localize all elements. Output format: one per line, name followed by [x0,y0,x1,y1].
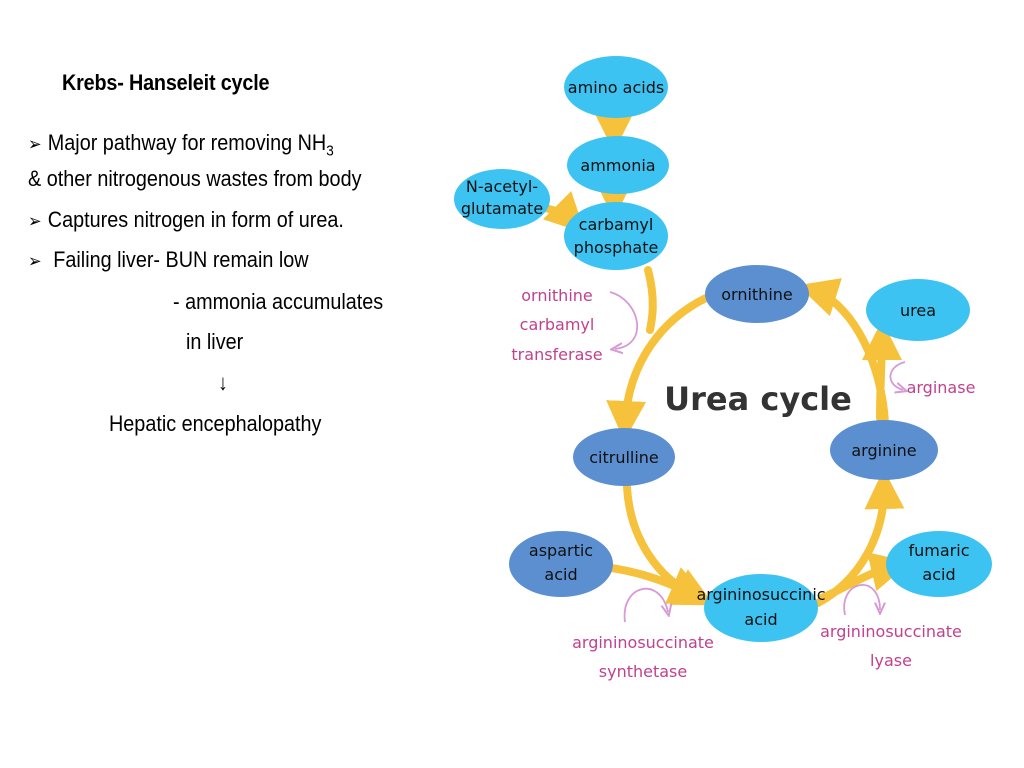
node-aspartic-acid: aspartic acid [509,531,613,597]
enzyme-arrow-otc-icon [610,291,639,349]
node-amino-acids: amino acids [564,56,668,118]
bullet-2: ➢Captures nitrogen in form of urea. [28,207,344,233]
node-carbamyl-phosphate-label-2: phosphate [574,238,659,257]
bullet-arrow-icon: ➢ [28,134,42,154]
enzyme-otc-line-2: carbamyl [520,315,595,334]
node-urea: urea [866,279,970,341]
node-argininosuccinic-acid-label-2: acid [744,610,777,629]
node-fumaric-acid-label-2: acid [922,565,955,584]
enzyme-argininosuccinate-synthetase: argininosuccinate synthetase [572,633,714,681]
node-citrulline: citrulline [573,428,675,486]
node-aspartic-acid-shape [509,531,613,597]
enzyme-synthetase-line-1: argininosuccinate [572,633,714,652]
node-ammonia-label: ammonia [580,156,655,175]
enzyme-argininosuccinate-lyase: argininosuccinate lyase [820,622,962,670]
enzyme-arginase: arginase [907,378,976,397]
enzyme-otc-line-1: ornithine [521,286,593,305]
down-arrow-icon: ↓ [218,370,228,395]
node-ornithine-shape [705,265,809,323]
cycle-title: Urea cycle [664,380,852,418]
slide-title: Krebs- Hanseleit cycle [62,70,270,95]
bullet-1-continuation: & other nitrogenous wastes from body [28,166,362,191]
enzyme-lyase-line-1: argininosuccinate [820,622,962,641]
node-n-acetyl-glutamate-shape [454,169,550,229]
node-amino-acids-shape [564,56,668,118]
subline-encephalopathy: Hepatic encephalopathy [109,411,322,436]
node-n-acetyl-glutamate-label-2: glutamate [461,199,543,218]
node-citrulline-shape [573,428,675,486]
node-argininosuccinic-acid-shape [704,574,818,642]
node-aspartic-acid-label-2: acid [544,565,577,584]
bullet-3: ➢ Failing liver- BUN remain low [28,247,309,273]
node-carbamyl-phosphate-label-1: carbamyl [579,215,654,234]
node-ammonia: ammonia [567,136,669,194]
enzyme-synthetase-line-2: synthetase [599,662,687,681]
node-argininosuccinic-acid: argininosuccinic acid [696,574,826,642]
enzyme-arrow-lyase-icon [843,584,880,616]
enzyme-ornithine-carbamyl-transferase: ornithine carbamyl transferase [511,286,602,364]
node-urea-label: urea [900,301,936,320]
node-arginine-shape [830,420,938,480]
subline-ammonia: - ammonia accumulates [173,289,384,314]
node-n-acetyl-glutamate-label-1: N-acetyl- [466,177,538,196]
bullet-arrow-icon: ➢ [28,211,42,231]
bullet-1-text: Major pathway for removing NH [47,130,327,155]
node-amino-acids-label: amino acids [568,78,664,97]
subline-liver: in liver [186,329,244,354]
node-fumaric-acid: fumaric acid [886,531,992,597]
node-citrulline-label: citrulline [589,448,659,467]
node-ornithine: ornithine [705,265,809,323]
bullet-1: ➢Major pathway for removing NH3 [28,130,334,159]
node-n-acetyl-glutamate: N-acetyl- glutamate [454,169,550,229]
bullet-arrow-icon: ➢ [28,251,42,271]
node-fumaric-acid-shape [886,531,992,597]
bullet-2-text: Captures nitrogen in form of urea. [47,207,344,232]
node-ornithine-label: ornithine [721,285,793,304]
urea-cycle-diagram: amino acids ammonia N-acetyl- glutamate … [454,56,992,681]
node-argininosuccinic-acid-label-1: argininosuccinic [696,585,825,604]
node-fumaric-acid-label-1: fumaric [909,541,970,560]
arrow-carbamyl-to-cycle [644,266,657,334]
node-ammonia-shape [567,136,669,194]
enzyme-arrow-synthetase-icon [623,587,668,623]
node-aspartic-acid-label-1: aspartic [529,541,593,560]
node-carbamyl-phosphate-shape [564,202,668,270]
node-arginine: arginine [830,420,938,480]
enzyme-arrow-arginase-icon [889,361,905,390]
node-arginine-label: arginine [851,441,916,460]
node-carbamyl-phosphate: carbamyl phosphate [564,202,668,270]
arrow-ornithine-to-citrulline [606,294,710,441]
bullet-3-text: Failing liver- BUN remain low [47,247,309,272]
arrow-arginine-to-urea [861,320,902,422]
enzyme-otc-line-3: transferase [511,345,602,364]
bullet-1-subscript: 3 [326,142,334,160]
enzyme-lyase-line-2: lyase [870,651,912,670]
node-urea-shape [866,279,970,341]
